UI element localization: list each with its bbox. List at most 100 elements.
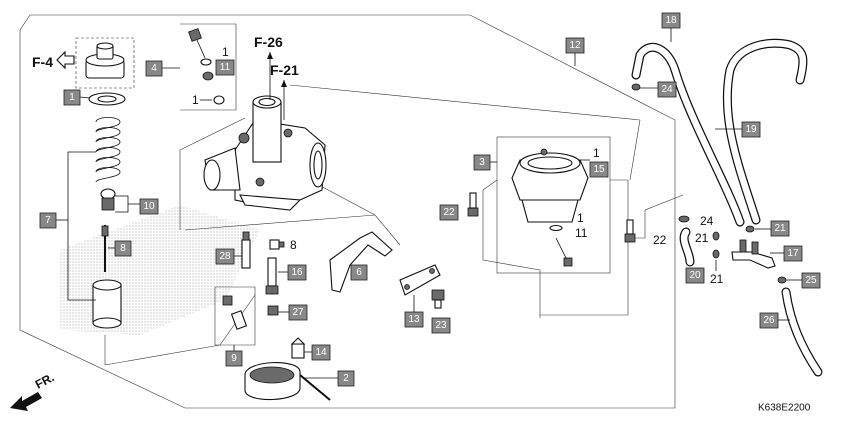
carburetor-body-part	[203, 95, 327, 211]
callout-box-20	[685, 267, 705, 284]
plate-13-part	[399, 264, 441, 296]
callout-label-4: 4	[151, 63, 157, 74]
pilot-screw-part	[188, 28, 225, 105]
tube-20-part	[679, 227, 695, 267]
bracket-10	[115, 195, 140, 213]
callout-box-1	[63, 89, 81, 106]
clip-21-part	[712, 225, 755, 259]
callout-box-11a	[215, 59, 235, 76]
label-21a: 21	[695, 231, 709, 245]
drain-screw-part	[549, 224, 573, 267]
callout-label-17: 17	[787, 248, 799, 259]
callout-box-28	[215, 248, 235, 265]
callout-label-3: 3	[479, 157, 485, 168]
front-label: FR.	[33, 370, 57, 391]
callout-label-28: 28	[219, 251, 231, 262]
screw-22-right-part	[624, 219, 636, 243]
callout-box-22	[439, 204, 459, 221]
screw-27-part	[267, 305, 279, 316]
tube-26-part	[781, 287, 823, 377]
callout-label-6: 6	[356, 267, 362, 278]
guide-line	[635, 194, 684, 239]
callout-label-18: 18	[665, 15, 677, 26]
label-11-drain: 11	[575, 226, 588, 240]
callout-label-7: 7	[45, 215, 51, 226]
leader-line	[79, 96, 91, 99]
f4-arrow-icon	[56, 50, 75, 70]
needle-clip-part	[100, 188, 116, 211]
float-chamber-part	[511, 148, 589, 223]
bracket-6-part	[329, 231, 393, 293]
label-1-chamber: 1	[593, 146, 600, 160]
callout-box-10	[139, 198, 159, 215]
screw-22-left-part	[467, 192, 479, 217]
callout-label-1: 1	[69, 92, 75, 103]
clip-25-part	[777, 276, 787, 284]
callout-label-10: 10	[143, 201, 155, 212]
callout-box-26	[759, 312, 779, 329]
callout-label-27: 27	[292, 307, 304, 318]
callout-box-6	[350, 264, 368, 281]
callout-box-8	[114, 240, 132, 257]
label-1-bottom: 1	[192, 93, 199, 107]
label-1-drain: 1	[577, 211, 584, 225]
ref-f21: F-21	[270, 62, 299, 78]
callout-label-22: 22	[443, 207, 455, 218]
throttle-valve-part	[92, 279, 122, 329]
callout-label-2: 2	[343, 373, 349, 384]
callout-box-2	[337, 370, 355, 387]
callout-label-8: 8	[120, 243, 126, 254]
callout-box-4	[145, 60, 163, 77]
callout-box-27	[288, 304, 308, 321]
float-part	[244, 362, 331, 401]
jet-16-part	[265, 257, 279, 295]
callout-label-9: 9	[231, 353, 237, 364]
label-1-top: 1	[222, 45, 229, 59]
assembly-outline	[19, 14, 676, 409]
callout-label-12: 12	[569, 40, 581, 51]
callout-box-7	[39, 212, 57, 229]
callout-label-20: 20	[689, 270, 701, 281]
shading-area	[60, 205, 260, 335]
callout-label-25: 25	[805, 275, 817, 286]
guide-line	[104, 84, 641, 366]
callout-label-26: 26	[763, 315, 775, 326]
group-4-box	[180, 23, 237, 111]
label-22-right: 22	[653, 233, 667, 247]
callout-box-23	[431, 317, 451, 334]
tube-18-part	[631, 38, 808, 227]
ref-f4: F-4	[32, 54, 53, 70]
front-arrow-icon	[10, 392, 42, 411]
callout-box-25	[801, 272, 821, 289]
label-24: 24	[700, 214, 714, 228]
callout-label-23: 23	[435, 320, 447, 331]
guide-line	[540, 179, 629, 316]
ref-f26: F-26	[254, 34, 283, 50]
callout-label-16: 16	[291, 267, 303, 278]
arrow-head-icon	[281, 80, 287, 87]
callout-label-11a: 11	[220, 62, 231, 73]
bracket-7	[67, 151, 96, 301]
label-21b: 21	[710, 272, 724, 286]
callout-box-9	[225, 350, 243, 367]
group-3-box	[496, 136, 611, 274]
callout-box-24	[657, 81, 677, 98]
washer-part	[88, 92, 126, 106]
jet-8-part	[269, 239, 285, 250]
clip-24-part	[678, 215, 690, 223]
cap-box	[75, 37, 135, 89]
clip-24-top-part	[631, 83, 641, 91]
label-8: 8	[290, 238, 297, 252]
top-cap-part	[85, 42, 125, 79]
callout-box-16	[287, 264, 307, 281]
callout-label-24: 24	[661, 84, 673, 95]
joint-17-part	[731, 239, 776, 269]
diagram-code: K638E2200	[758, 403, 811, 414]
bolt-23-part	[431, 289, 445, 309]
jet-28-part	[241, 231, 251, 269]
callout-box-17	[783, 245, 803, 262]
callout-label-13: 13	[408, 314, 420, 325]
spring-part	[95, 117, 121, 183]
callout-label-14: 14	[315, 347, 327, 358]
